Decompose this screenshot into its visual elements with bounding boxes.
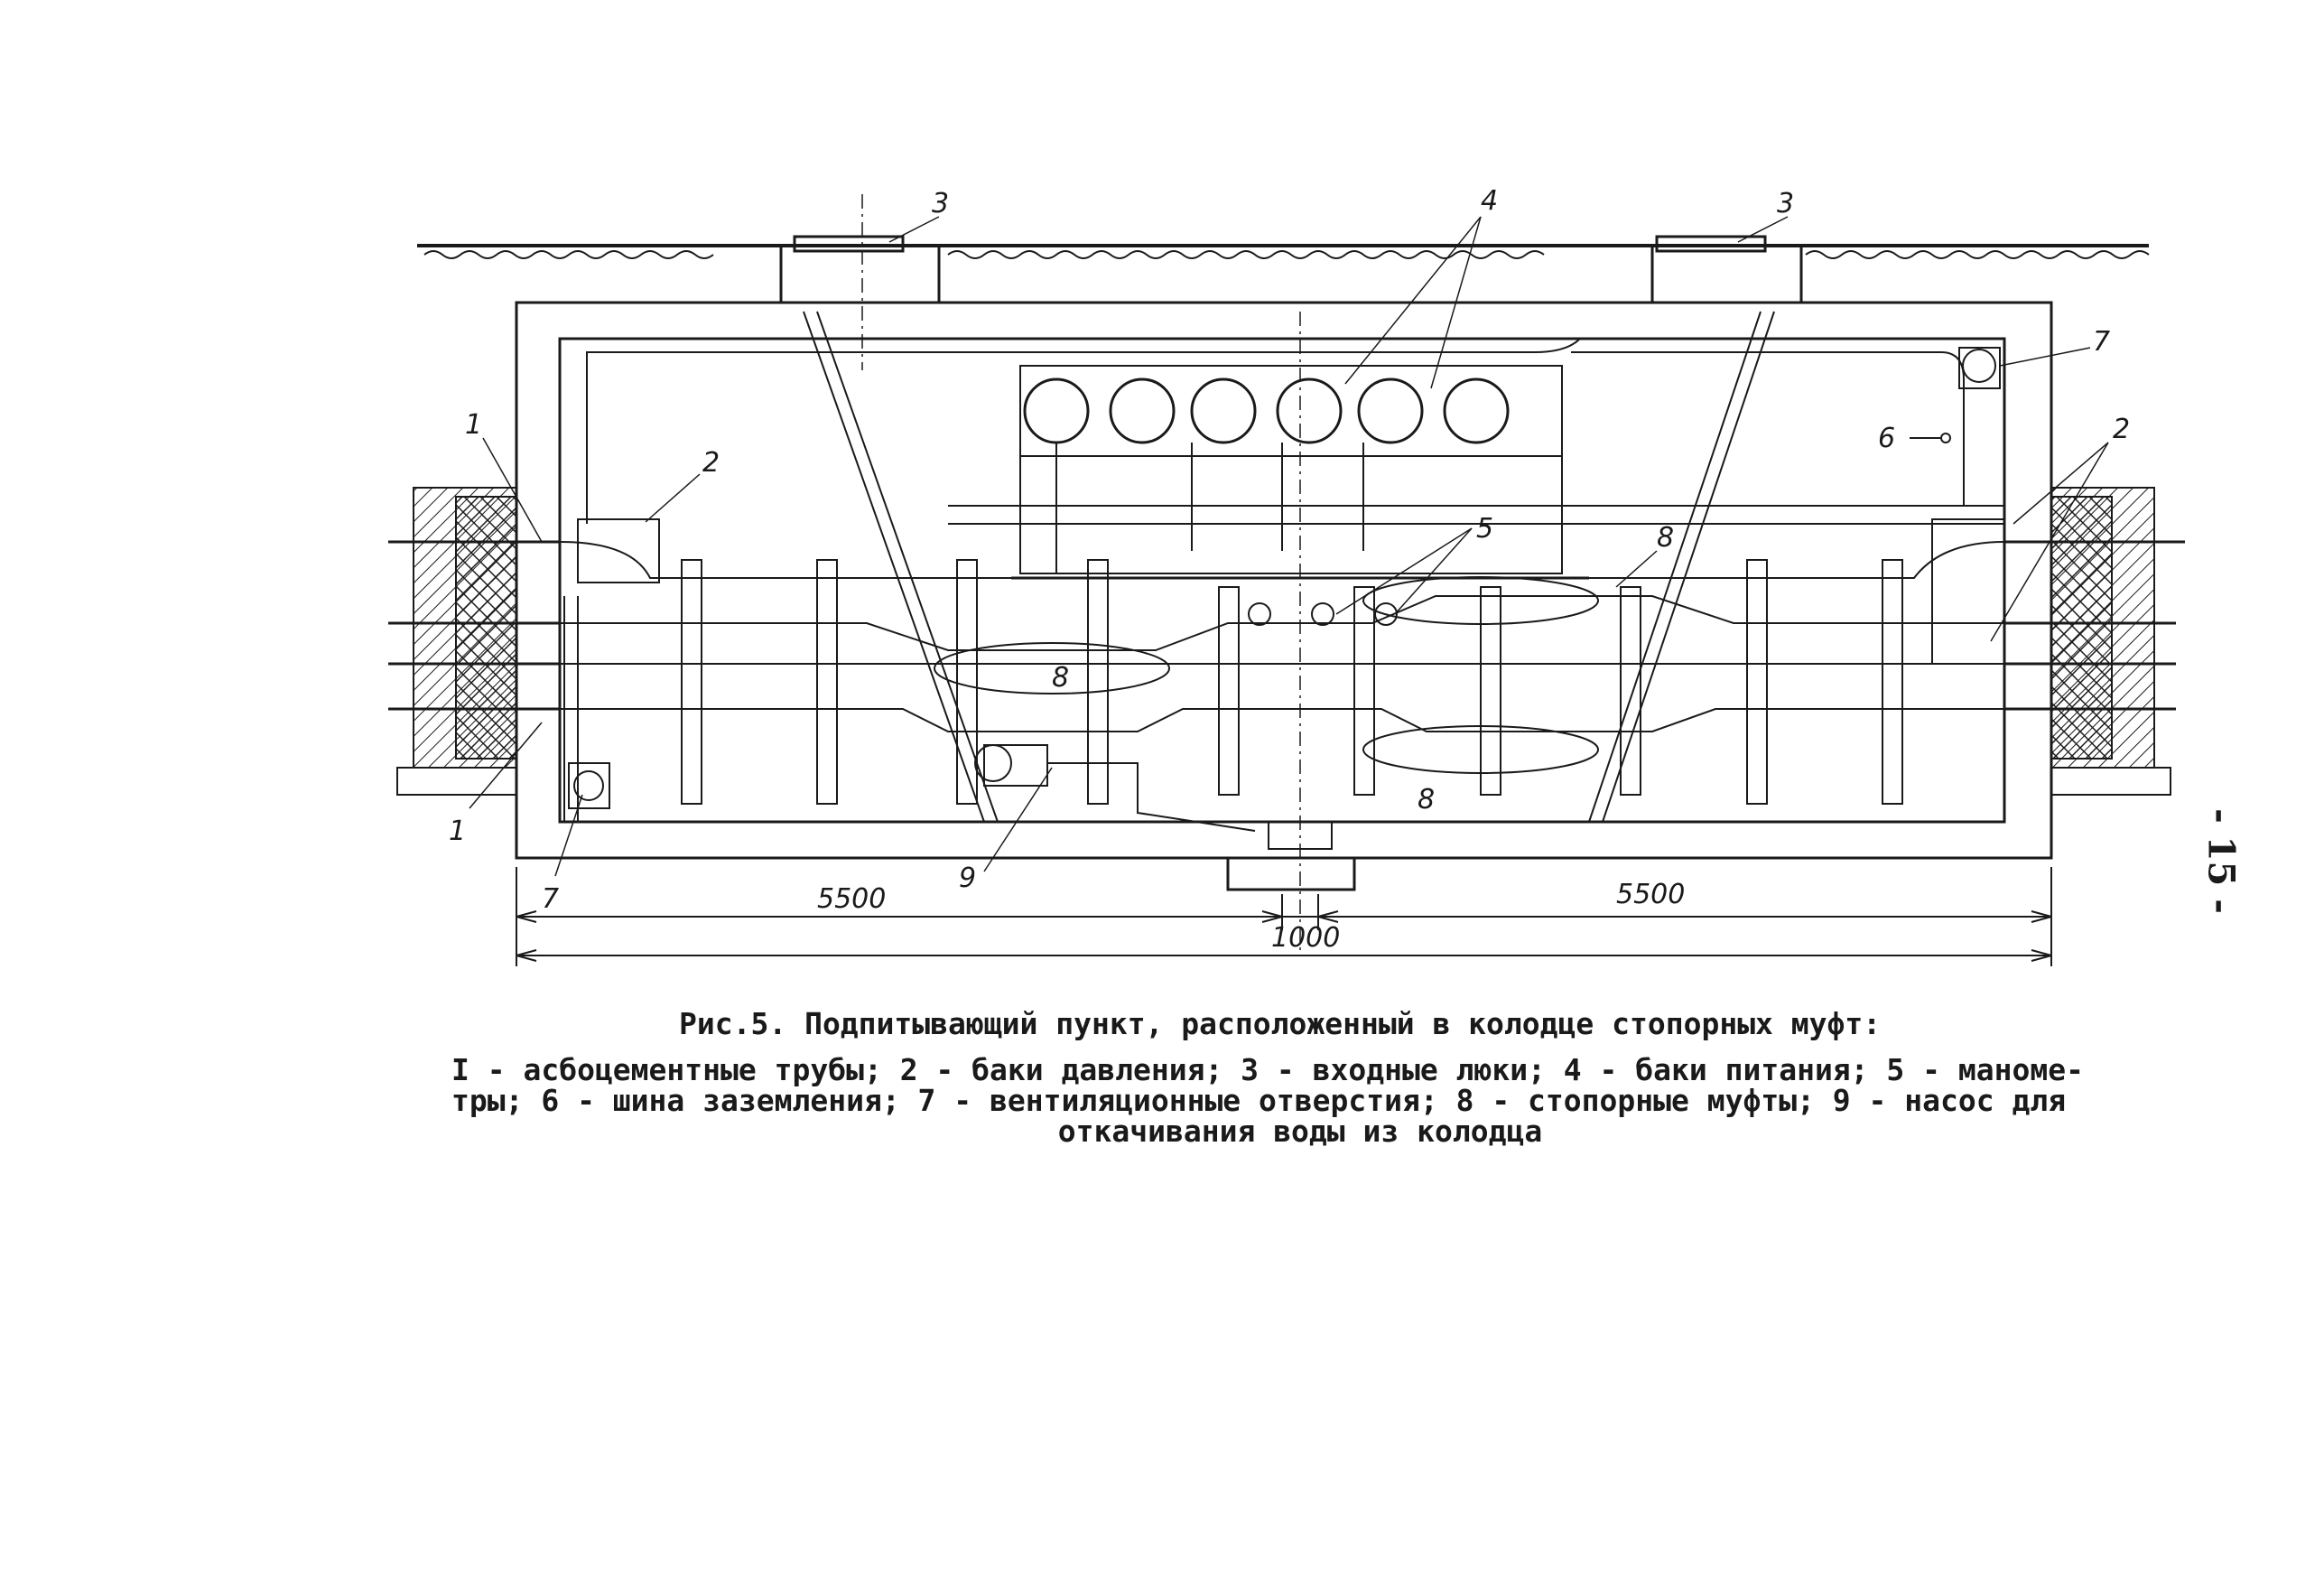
vent-holes [568, 347, 2001, 809]
label-joint-top: 8 [1657, 522, 1674, 554]
legend-line-3: откачивания воды из колодца [1057, 1114, 1543, 1149]
label-supply-tanks: 4 [1481, 185, 1498, 217]
page-number: - 15 - [2199, 808, 2243, 914]
ground-bus [1910, 433, 1951, 443]
figure-caption-legend: I - асбоцементные трубы; 2 - баки давлен… [451, 1055, 2149, 1147]
label-hatch-right: 3 [1777, 188, 1794, 219]
entry-hatch-right [1650, 235, 1803, 303]
label-joint-bottom: 8 [1418, 784, 1435, 816]
dim-left: 5500 [817, 883, 886, 915]
ladder-right [1588, 311, 1775, 823]
leader-lines [469, 216, 2109, 877]
top-pipe [586, 338, 1965, 524]
pressure-tank-left [563, 518, 660, 822]
well-drawing: 1 1 2 2 3 3 4 5 6 7 7 8 8 8 9 5500 5500 … [388, 185, 2185, 966]
ground-surface [417, 244, 2150, 259]
legend-line-2: тры; 6 - шина заземления; 7 - вентиляцио… [451, 1083, 2067, 1118]
legend-line-1: I - асбоцементные трубы; 2 - баки давлен… [451, 1052, 2084, 1087]
dim-right: 5500 [1616, 879, 1685, 910]
pressure-tank-right [1931, 518, 2005, 665]
cables [559, 505, 2005, 732]
label-pump: 9 [959, 862, 976, 894]
callouts: 1 1 2 2 3 3 4 5 6 7 7 8 8 8 9 [449, 185, 2130, 915]
dim-center: 1000 [1271, 922, 1340, 954]
label-pressure-tank-right: 2 [2113, 414, 2130, 445]
cable-entry-right [2004, 487, 2185, 796]
ladder-left [803, 311, 999, 823]
label-ground-bus: 6 [1878, 423, 1895, 454]
label-pressure-tank-left: 2 [702, 447, 720, 479]
dimension-lines [516, 867, 2052, 966]
label-hatch-left: 3 [932, 188, 949, 219]
cable-supports [681, 559, 1903, 805]
label-vent-top: 7 [2093, 326, 2110, 358]
entry-hatch-left [779, 235, 941, 303]
label-pipes-bottom: 1 [449, 816, 466, 847]
pump [974, 744, 1333, 850]
manometers [1248, 602, 1398, 626]
label-joint-mid: 8 [1052, 662, 1069, 694]
label-vent-bottom: 7 [542, 883, 559, 915]
dimensions: 5500 5500 1000 [817, 879, 1685, 954]
label-pipes-top: 1 [465, 409, 482, 441]
label-manometers: 5 [1476, 513, 1493, 545]
cable-entry-left [388, 487, 560, 796]
figure-caption-title: Рис.5. Подпитывающий пункт, расположенны… [679, 1006, 1882, 1041]
